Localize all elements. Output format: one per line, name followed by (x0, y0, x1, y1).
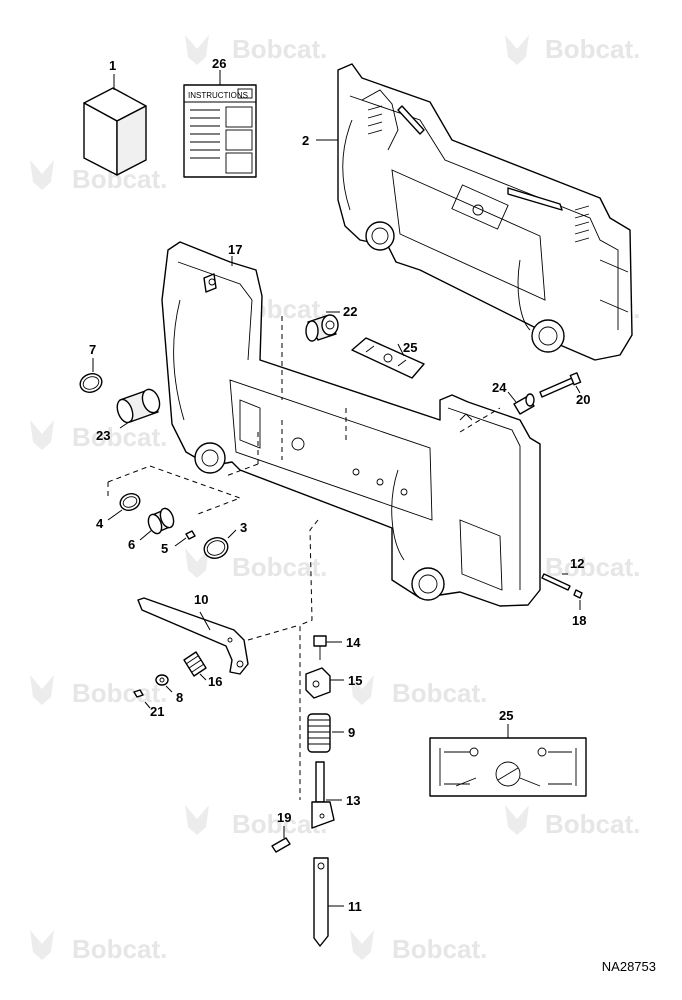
callout-14: 14 (346, 635, 361, 650)
callout-labels: 1 26 2 17 22 25 7 23 24 20 4 6 5 3 12 18… (89, 56, 590, 914)
callout-25-large: 25 (499, 708, 513, 723)
watermark: Bobcat. (185, 34, 327, 65)
watermark: Bobcat. (30, 930, 167, 964)
part-23-bushing (116, 388, 161, 429)
callout-4: 4 (96, 516, 104, 531)
watermark: Bobcat. (505, 34, 640, 65)
callout-26: 26 (212, 56, 226, 71)
part-9-spring (307, 713, 344, 753)
callout-9: 9 (348, 725, 355, 740)
part-25-decal-large (429, 724, 587, 797)
svg-text:Bobcat.: Bobcat. (392, 934, 487, 964)
callout-8: 8 (176, 690, 183, 705)
part-11-wedge (313, 857, 344, 947)
watermark: Bobcat. (30, 160, 167, 194)
callout-16: 16 (208, 674, 222, 689)
part-20-bolt (539, 372, 582, 398)
part-22-bushing (305, 311, 340, 342)
svg-text:Bobcat.: Bobcat. (232, 34, 327, 64)
callout-15: 15 (348, 673, 362, 688)
part-8-washer (155, 674, 173, 693)
part-15-block (305, 667, 344, 699)
watermark: Bobcat. (350, 930, 487, 964)
part-5-fitting (174, 530, 196, 547)
watermark: Bobcat. (30, 420, 167, 452)
part-2-quick-tach-assembly (316, 63, 633, 361)
watermark: Bobcat. (185, 805, 327, 839)
part-4-snap-ring (107, 493, 141, 521)
callout-24: 24 (492, 380, 507, 395)
svg-text:Bobcat.: Bobcat. (72, 934, 167, 964)
part-10-lever (137, 597, 249, 675)
callout-2: 2 (302, 133, 309, 148)
svg-text:Bobcat.: Bobcat. (72, 678, 167, 708)
watermark: Bobcat. (350, 675, 487, 708)
svg-text:Bobcat.: Bobcat. (392, 678, 487, 708)
watermark: Bobcat. (30, 675, 167, 708)
part-12-pin (541, 573, 571, 591)
part-3-snap-ring (203, 529, 237, 559)
svg-text:Bobcat.: Bobcat. (72, 422, 167, 452)
part-25-decal-small (351, 337, 425, 379)
callout-3: 3 (240, 520, 247, 535)
callout-21: 21 (150, 704, 164, 719)
callout-23: 23 (96, 428, 110, 443)
callout-25: 25 (403, 340, 417, 355)
callout-10: 10 (194, 592, 208, 607)
part-19-pin (271, 826, 291, 853)
callout-12: 12 (570, 556, 584, 571)
part-14-bolt (313, 635, 342, 660)
watermark: Bobcat. (505, 805, 640, 839)
svg-text:Bobcat.: Bobcat. (545, 34, 640, 64)
part-group-dashed-outline (107, 316, 501, 800)
part-26-instructions-booklet: INSTRUCTIONS (183, 70, 257, 178)
drawing-number: NA28753 (601, 959, 656, 974)
part-13-plunger (311, 761, 342, 829)
callout-19: 19 (277, 810, 291, 825)
callout-20: 20 (576, 392, 590, 407)
svg-text:Bobcat.: Bobcat. (545, 809, 640, 839)
svg-text:Bobcat.: Bobcat. (232, 552, 327, 582)
svg-text:INSTRUCTIONS: INSTRUCTIONS (188, 91, 248, 100)
part-16-spring (183, 651, 207, 681)
callout-6: 6 (128, 537, 135, 552)
callout-5: 5 (161, 541, 168, 556)
callout-7: 7 (89, 342, 96, 357)
callout-11: 11 (348, 899, 362, 914)
callout-13: 13 (346, 793, 360, 808)
svg-text:Bobcat.: Bobcat. (545, 552, 640, 582)
part-24-bushing (507, 391, 535, 415)
callout-17: 17 (228, 242, 242, 257)
part-18-fitting (573, 589, 583, 610)
part-1-box (83, 74, 147, 176)
part-6-bushing (139, 507, 175, 541)
callout-18: 18 (572, 613, 586, 628)
watermark: Bobcat. (185, 548, 327, 582)
part-21-nut (133, 689, 151, 709)
callout-1: 1 (109, 58, 116, 73)
part-17-frame (161, 241, 541, 607)
callout-22: 22 (343, 304, 357, 319)
part-7-snap-ring (79, 358, 103, 393)
